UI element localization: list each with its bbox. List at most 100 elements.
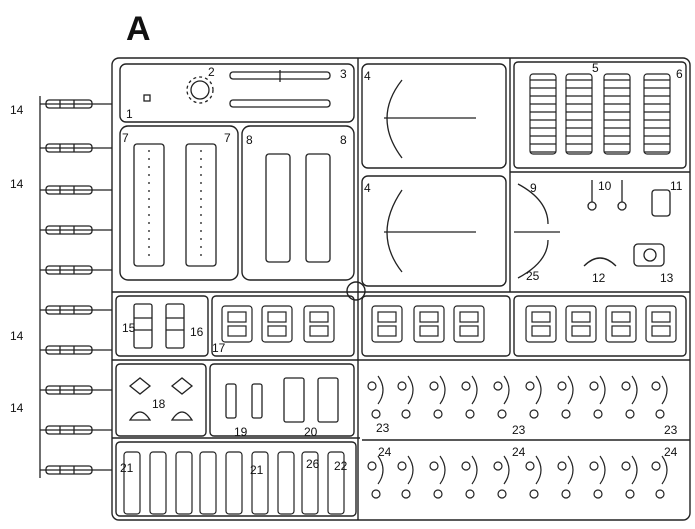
strip-part [327, 451, 345, 515]
part-label-p23c: 23 [664, 423, 678, 437]
part-18-fittings [128, 377, 194, 421]
part-label-p22: 22 [334, 459, 348, 473]
strip-part [225, 451, 243, 515]
part-label-p3: 3 [340, 67, 347, 81]
hook-part [651, 375, 668, 419]
part-14-item [40, 265, 112, 275]
part-label-p10: 10 [598, 179, 612, 193]
strip-part [149, 451, 167, 515]
hook-part [461, 375, 478, 419]
strip-part [123, 451, 141, 515]
part-label-p23a: 23 [376, 421, 390, 435]
part-14-item [40, 99, 112, 109]
ladder-part [643, 73, 671, 155]
part-14-item [40, 465, 112, 475]
part-21-22-strips [123, 451, 345, 515]
hook-part [429, 455, 446, 499]
part-label-p8a: 8 [246, 133, 253, 147]
part-14-item [40, 425, 112, 435]
part-14-item [40, 185, 112, 195]
part-label-p17: 17 [212, 341, 226, 355]
part-14-item [40, 225, 112, 235]
part-14-item [40, 143, 112, 153]
ladder-part [603, 73, 631, 155]
hook-part [367, 375, 384, 419]
window-frame-part [645, 305, 677, 343]
window-frame-part [565, 305, 597, 343]
part-label-p7a: 7 [122, 131, 129, 145]
part-label-p14c: 14 [10, 329, 24, 343]
sprue-frame [111, 57, 691, 521]
part-label-p20: 20 [304, 425, 318, 439]
strip-part [199, 451, 217, 515]
part-7-8-panels [133, 143, 331, 267]
window-frame-part [453, 305, 485, 343]
part-label-p19: 19 [234, 425, 248, 439]
hook-part [525, 375, 542, 419]
strip-part [277, 451, 295, 515]
window-frame-part [371, 305, 403, 343]
part-label-p8b: 8 [340, 133, 347, 147]
part-15-16-racks [133, 303, 185, 349]
hook-part [493, 455, 510, 499]
hook-part [493, 375, 510, 419]
hook-part [557, 455, 574, 499]
part-label-p5: 5 [592, 61, 599, 75]
window-frame-part [413, 305, 445, 343]
part-label-p21a: 21 [120, 461, 134, 475]
part-label-p18: 18 [152, 397, 166, 411]
part-label-p14b: 14 [10, 177, 24, 191]
window-frame-part [605, 305, 637, 343]
part-label-p7b: 7 [224, 131, 231, 145]
part-label-p24b: 24 [512, 445, 526, 459]
part-label-p24a: 24 [378, 445, 392, 459]
window-frame-part [221, 305, 253, 343]
part-17-frames [221, 305, 677, 343]
part-label-p9: 9 [530, 181, 537, 195]
part-label-p1: 1 [126, 107, 133, 121]
part-label-p26: 26 [306, 457, 320, 471]
hook-part [397, 455, 414, 499]
part-label-p14a: 14 [10, 103, 24, 117]
window-frame-part [525, 305, 557, 343]
part-3-rods [229, 70, 331, 108]
part-label-p23b: 23 [512, 423, 526, 437]
part-19-20-items [225, 377, 339, 423]
strip-part [175, 451, 193, 515]
part-label-p25: 25 [526, 269, 540, 283]
part-label-p6: 6 [676, 67, 683, 81]
hook-part [397, 375, 414, 419]
hook-part [621, 455, 638, 499]
part-14-group [39, 96, 112, 478]
hook-part [557, 375, 574, 419]
part-4-anchors [384, 79, 476, 273]
part-label-p24c: 24 [664, 445, 678, 459]
hook-part [589, 455, 606, 499]
part-2-gear [143, 76, 214, 104]
parts-10-13 [583, 180, 671, 267]
part-label-p14d: 14 [10, 401, 24, 415]
part-label-p4b: 4 [364, 181, 371, 195]
part-label-p15: 15 [122, 321, 136, 335]
part-9-25-brackets [514, 183, 560, 279]
part-label-p12: 12 [592, 271, 606, 285]
part-label-p21b: 21 [250, 463, 264, 477]
part-23-24-hooks [367, 375, 668, 499]
hook-part [651, 455, 668, 499]
part-label-p13: 13 [660, 271, 674, 285]
part-5-6-ladders [529, 73, 671, 155]
hook-part [367, 455, 384, 499]
hook-part [621, 375, 638, 419]
part-14-item [40, 385, 112, 395]
part-label-p4a: 4 [364, 69, 371, 83]
window-frame-part [303, 305, 335, 343]
ladder-part [529, 73, 557, 155]
hook-part [525, 455, 542, 499]
part-14-item [40, 305, 112, 315]
part-label-p16: 16 [190, 325, 204, 339]
part-label-p11: 11 [670, 179, 683, 193]
window-frame-part [261, 305, 293, 343]
